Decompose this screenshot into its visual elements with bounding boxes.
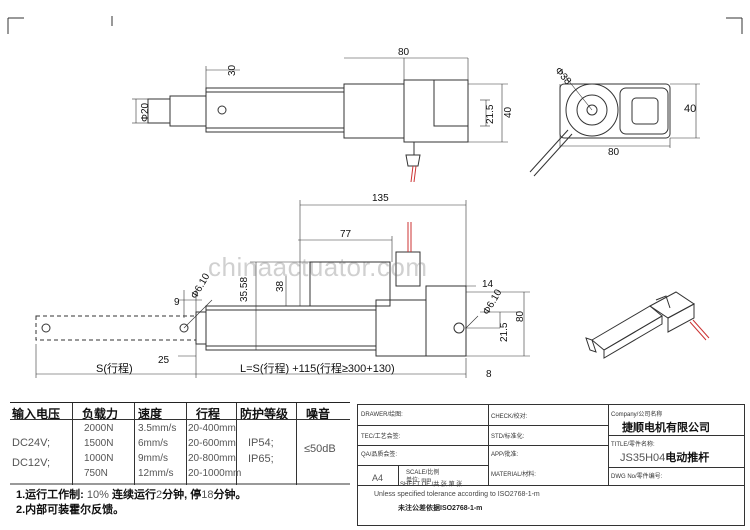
tb-paper: A4 [372, 473, 384, 483]
voltage-24v: DC24V; [12, 437, 51, 449]
dim-main-77: 77 [340, 229, 352, 240]
header-protection: 防护等级 [240, 407, 289, 421]
dim-top-30: 30 [227, 64, 238, 76]
tb-tolerance-cn: 未注公差依据ISO2768-1-m [398, 505, 483, 512]
tb-dwg-label: DWG No/零件编号: [611, 474, 663, 480]
title-block: DRAWER/绘图: TEC/工艺会签: QA/品质会签: CHECK/校对: … [357, 404, 745, 526]
dim-main-8: 8 [486, 369, 492, 380]
dim-main-80: 80 [515, 310, 526, 322]
note-hall-feedback: 2.内部可装霍尔反馈。 [16, 504, 125, 516]
tb-rule [608, 435, 744, 436]
dim-main-135: 135 [372, 193, 389, 204]
note-1-stop: 18 [201, 489, 214, 501]
dim-top-215: 21.5 [485, 104, 496, 124]
dim-top-80: 80 [398, 47, 410, 58]
tb-rule [608, 467, 744, 468]
note-1-run-unit: 分钟, 停 [162, 489, 202, 501]
tb-title-name: 电动推杆 [665, 452, 710, 464]
tb-rule [398, 465, 399, 485]
note-1-prefix: 1.运行工作制: [16, 489, 87, 501]
load-750n: 750N [84, 468, 108, 479]
tb-title-code: JS35H04 [620, 452, 666, 464]
dim-main-215: 21.5 [499, 322, 510, 342]
watermark: chinaactuator.com [208, 252, 428, 282]
tb-tolerance-en: Unless specified tolerance according to … [374, 491, 540, 498]
tb-title: JS35H04电动推杆 [620, 449, 709, 465]
tb-std: STD/标准化: [491, 434, 525, 440]
load-1500n: 1500N [84, 438, 114, 449]
speed-35: 3.5mm/s [138, 423, 177, 434]
note-1-run: 2 [156, 489, 163, 501]
stroke-label: S(行程) [96, 363, 133, 375]
spec-col-rule [134, 403, 135, 485]
tb-rule [358, 425, 608, 426]
dim-top-40: 40 [503, 106, 514, 118]
dim-top-d20: Φ20 [140, 102, 151, 122]
load-2000n: 2000N [84, 423, 114, 434]
tb-rule [358, 445, 608, 446]
tb-check: CHECK/校对: [491, 414, 528, 420]
stroke-800: 20-800mm [188, 453, 236, 464]
note-1-end: 分钟。 [213, 489, 247, 501]
protection-ip54: IP54; [248, 437, 274, 449]
noise-value: ≤50dB [304, 443, 336, 455]
tb-scale: SCALE/比例 [406, 470, 440, 476]
spec-col-rule [186, 403, 187, 485]
tb-drawer: DRAWER/绘图: [361, 412, 403, 418]
tb-rule [358, 465, 488, 466]
dim-main-25: 25 [158, 355, 170, 366]
stroke-400: 20-400mm [188, 423, 236, 434]
header-load: 负载力 [82, 407, 119, 421]
speed-12: 12mm/s [138, 468, 174, 479]
stroke-1000: 20-1000mm [188, 468, 242, 479]
note-1-duty: 10% [86, 489, 109, 501]
tb-rule [358, 485, 744, 486]
tb-sheet: SHEET OF /共 张 第 张 [400, 482, 463, 488]
header-speed: 速度 [138, 407, 163, 421]
load-1000n: 1000N [84, 453, 114, 464]
note-1-mid: 连续运行 [108, 489, 156, 501]
dim-main-38: 38 [275, 280, 286, 292]
tb-unit: 单位: mm [406, 478, 432, 484]
dim-side-80: 80 [608, 147, 620, 158]
voltage-12v: DC12V; [12, 457, 51, 469]
isometric-view [585, 291, 710, 359]
header-stroke: 行程 [196, 407, 221, 421]
spec-table: 输入电压 负载力 速度 行程 防护等级 噪音 DC24V; DC12V; 200… [10, 402, 350, 485]
spec-col-rule [72, 403, 73, 485]
dim-main-3558: 35.58 [239, 276, 250, 302]
tb-company: 捷顺电机有限公司 [622, 422, 710, 434]
tb-app: APP/批准: [491, 452, 519, 458]
length-formula: L=S(行程) +115(行程≥300+130) [240, 363, 395, 375]
speed-9: 9mm/s [138, 453, 168, 464]
frame-ticks [7, 16, 743, 34]
tb-rule [608, 405, 609, 485]
tb-material: MATERIAL/材料: [491, 472, 536, 478]
top-view-actuator [132, 57, 508, 183]
spec-header-rule [10, 419, 350, 420]
stroke-600: 20-600mm [188, 438, 236, 449]
tb-company-label: Company/公司名称 [611, 412, 663, 418]
dim-main-9: 9 [174, 297, 180, 308]
dim-side-40: 40 [684, 103, 697, 115]
spec-col-rule [236, 403, 237, 485]
header-noise: 噪音 [306, 407, 331, 421]
tb-qa: QA/品质会签: [361, 452, 398, 458]
header-voltage: 输入电压 [12, 407, 61, 421]
spec-col-rule [296, 403, 297, 485]
dim-main-14: 14 [482, 279, 494, 290]
protection-ip65: IP65; [248, 453, 274, 465]
note-duty-cycle: 1.运行工作制: 10% 连续运行2分钟, 停18分钟。 [16, 486, 247, 502]
speed-6: 6mm/s [138, 438, 168, 449]
tb-tec: TEC/工艺会签: [361, 434, 401, 440]
end-view-actuator [529, 69, 700, 177]
tb-title-label: TITLE/零件名称: [611, 442, 655, 448]
front-view-actuator [35, 200, 530, 378]
